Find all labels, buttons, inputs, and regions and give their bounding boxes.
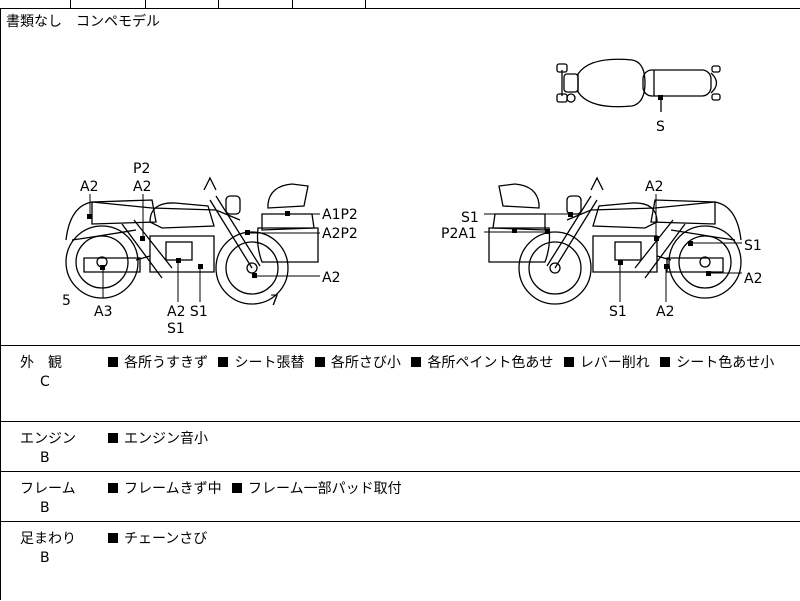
section-title: エンジン [20,431,76,447]
motorcycle-diagram: S [62,58,762,337]
table-divider [365,0,366,8]
section-grade: B [40,450,50,466]
bullet-square-icon [108,433,118,443]
diagram-label: A1P2 [322,207,358,223]
diagram-label: S1 [461,210,479,226]
section-title: 足まわり [20,531,76,547]
section-grade: B [40,500,50,516]
section-frame: フレーム B フレームきず中 フレーム一部パッド取付 [0,471,800,522]
bullet-square-icon [563,357,574,367]
section-title: 外 観 [20,355,62,371]
top-table-strip [0,0,800,9]
diagram-label: S1 [167,321,185,337]
section-chassis: 足まわり B チェーンさび [0,521,800,601]
diagram-label: A2P2 [322,226,358,242]
document-note: 書類なし コンペモデル [6,14,160,30]
left-view-motorcycle [65,176,319,305]
diagram-label: A2 S1 [167,304,208,320]
diagram-label: S1 [744,238,762,254]
section-engine: エンジン B エンジン音小 [0,421,800,472]
diagram-label: S [656,119,665,135]
bullet-square-icon [108,483,118,493]
diagram-label: A2 [133,179,151,195]
section-items: エンジン音小 [108,428,214,448]
section-items: 各所うすきず シート張替 各所さび小 各所ペイント色あせ レバー削れ シート色あ… [108,352,780,372]
list-item: 各所ペイント色あせ [427,355,554,371]
table-divider [145,0,146,8]
list-item: チェーンさび [124,531,208,547]
list-item: 各所うすきず [124,355,208,371]
diagram-label: P2A1 [441,226,477,242]
bullet-square-icon [411,357,422,367]
bullet-square-icon [218,357,229,367]
list-item: シート張替 [234,355,305,371]
section-grade: B [40,550,50,566]
list-item: フレーム一部パッド取付 [248,481,402,497]
diagram-label: A3 [94,304,112,320]
list-item: シート色あせ小 [676,355,775,371]
inspection-sheet [0,8,800,600]
section-title: フレーム [20,481,76,497]
table-divider [292,0,293,8]
bullet-square-icon [660,357,671,367]
diagram-label: 5 [62,293,71,309]
damage-point-marker [658,95,663,100]
diagram-label: S1 [609,304,627,320]
bullet-square-icon [314,357,325,367]
diagram-label: A2 [744,271,762,287]
diagram-label: A2 [645,179,663,195]
table-divider [70,0,71,8]
right-view-leaders [484,194,742,302]
diagram-label: A2 [656,304,674,320]
top-view-motorcycle [556,58,721,112]
section-grade: C [40,374,50,390]
left-view-leaders [89,194,320,302]
list-item: 各所さび小 [330,355,401,371]
diagram-label: A2 [80,179,98,195]
diagram-label: A2 [322,270,340,286]
bullet-square-icon [232,483,243,493]
table-divider [218,0,219,8]
right-view-markers [512,212,711,276]
section-items: フレームきず中 フレーム一部パッド取付 [108,478,408,498]
diagram-label: P2 [133,161,150,177]
list-item: フレームきず中 [124,481,222,497]
section-items: チェーンさび [108,528,213,548]
section-exterior: 外 観 C 各所うすきず シート張替 各所さび小 各所ペイント色あせ レバー削れ… [0,345,800,422]
left-view-markers [87,211,290,278]
list-item: エンジン音小 [124,431,208,447]
diagram-label: 7 [270,293,279,309]
bullet-square-icon [108,357,118,367]
bullet-square-icon [108,533,118,543]
right-view-motorcycle [488,176,742,305]
list-item: レバー削れ [579,355,650,371]
